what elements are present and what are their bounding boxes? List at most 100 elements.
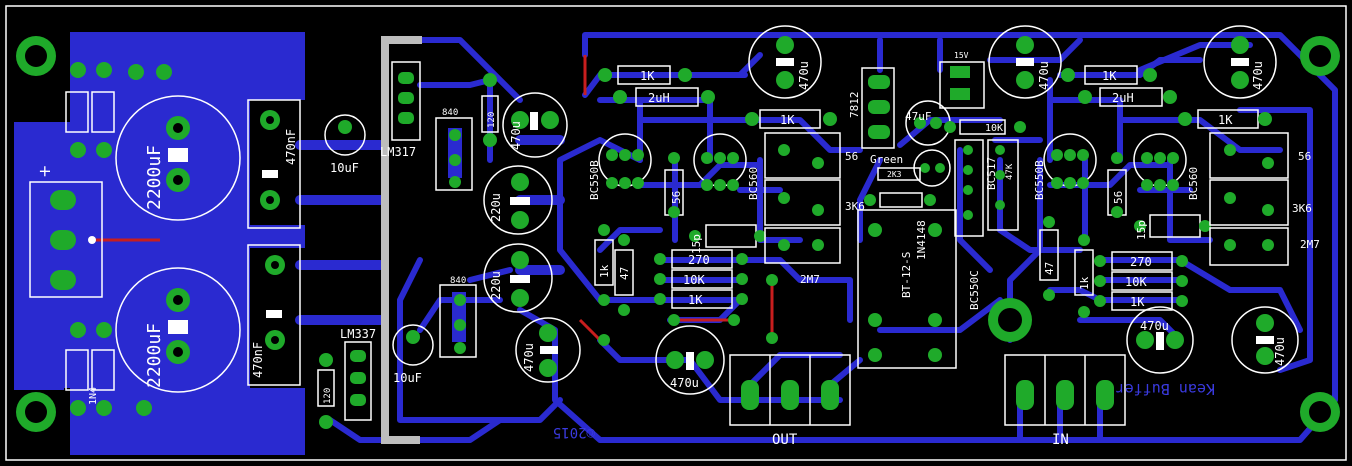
label-cap-220u-top: 220u <box>489 193 503 222</box>
mount-hole-tl <box>16 36 56 76</box>
diodes-top <box>65 62 172 158</box>
label-tr-l2: BC560 <box>747 167 760 200</box>
label-relay: BT-12-S <box>900 252 913 298</box>
reg-lm337 <box>344 341 372 421</box>
heatsink-bar <box>381 36 422 444</box>
cap-2200uf-top: + <box>35 95 241 221</box>
label-cap-470u-reg: 470u <box>509 121 523 150</box>
cap-470u-top-r <box>1203 25 1277 99</box>
connector-out <box>729 354 851 426</box>
label-res-1k-l1: 1K <box>640 69 655 83</box>
label-res-10k-r: 10K <box>1125 275 1147 289</box>
label-res-10k-l: 10K <box>683 273 705 287</box>
label-res-47-r: 47 <box>1043 262 1056 275</box>
reg-lm317 <box>391 61 421 141</box>
label-res-2k3: 2K3 <box>887 170 902 179</box>
label-res-56-l: 56 <box>670 191 683 204</box>
cap-470u-reg <box>502 92 568 158</box>
label-cap-15p-r: 15p <box>1135 220 1148 240</box>
label-res-120-top: 120 <box>487 112 497 128</box>
label-res-1k-r1: 1K <box>1102 69 1117 83</box>
label-res-1k-r3: 1K <box>1130 295 1145 309</box>
ground-pour-lower <box>14 300 64 390</box>
label-cap-470u-bot-l: 470u <box>670 376 699 390</box>
label-year: ©2015 <box>553 424 595 440</box>
cap-470u-neg <box>515 317 581 383</box>
cap-10uf-top <box>324 114 366 156</box>
label-res-270-r: 270 <box>1130 255 1152 269</box>
jumpers <box>95 55 774 342</box>
label-res-47k: 47K <box>1005 163 1015 180</box>
silkscreen-labels: 2200uF 2200uF 470nF 470nF LM317 LM337 10… <box>88 51 1320 448</box>
label-cap-470nf-top: 470nF <box>284 129 298 165</box>
label-in: IN <box>1052 432 1069 448</box>
label-res-270-l: 270 <box>688 253 710 267</box>
right-channel <box>1039 65 1289 318</box>
cap-470u-bot-r <box>1231 306 1299 374</box>
label-cap-15p-l: 15p <box>690 234 703 254</box>
ac-input-block <box>29 181 103 298</box>
label-cap-10uf-bottom: 10uF <box>393 371 422 385</box>
label-cap-2200uf-top: 2200uF <box>144 145 165 210</box>
res-120-top <box>481 73 499 147</box>
label-reg-7812: 7812 <box>848 92 861 119</box>
label-pot-840-bottom: 840 <box>450 276 466 286</box>
label-res-2m7-l: 2M7 <box>800 273 820 286</box>
label-res-3k6-l: 3K6 <box>845 200 865 213</box>
label-board-title: Kean Buffer <box>1116 380 1215 398</box>
cap-470u-bot-m <box>1126 306 1194 374</box>
res-120-bottom <box>317 353 335 429</box>
label-cap-470u-top-l: 470u <box>797 61 811 90</box>
cap-220u-bottom <box>483 243 553 313</box>
label-diode-bl: 1N4 <box>88 387 99 405</box>
label-cap-470u-bot-r: 470u <box>1273 337 1287 366</box>
cap-2200uf-bottom <box>115 267 241 393</box>
label-tr-r2: BC560 <box>1187 167 1200 200</box>
cap-470nf-bottom <box>247 244 301 386</box>
label-cap-10uf-top: 10uF <box>330 161 359 175</box>
label-cap-47uf: 47uF <box>905 110 932 123</box>
cap-470u-top-l <box>748 25 822 99</box>
label-cap-470u-top-r: 470u <box>1251 61 1265 90</box>
diodes-bottom <box>65 322 152 416</box>
label-lm317: LM317 <box>380 145 416 159</box>
label-cap-2200uf-bottom: 2200uF <box>144 323 165 388</box>
pot-840-bottom <box>439 284 477 358</box>
label-res-56-l2: 56 <box>845 150 858 163</box>
mounting-holes <box>16 36 1340 432</box>
label-cap-470u-top-m: 470u <box>1037 61 1051 90</box>
label-res-2m7-r: 2M7 <box>1300 238 1320 251</box>
label-res-56-r2: 56 <box>1298 150 1311 163</box>
label-cap-470nf-bottom: 470nF <box>251 342 265 378</box>
label-res-1k-small-l: 1k <box>598 264 611 278</box>
label-v15: 15V <box>954 51 969 60</box>
label-res-1k-l3: 1K <box>688 293 703 307</box>
label-cap-470u-neg: 470u <box>522 343 536 372</box>
left-channel <box>594 65 841 346</box>
cap-10uf-bottom <box>392 324 434 366</box>
cap-220u-top <box>483 165 553 235</box>
connector-in <box>1004 354 1126 426</box>
cap-470u-top-m <box>988 25 1062 99</box>
center-parts <box>857 61 1026 369</box>
label-res-120-bottom: 120 <box>323 388 333 404</box>
label-led: Green <box>870 153 903 166</box>
label-lm337: LM337 <box>340 327 376 341</box>
cap-470u-bot-l <box>655 325 725 395</box>
board-outline <box>5 5 1347 461</box>
cap-470nf-top <box>247 99 301 229</box>
mount-hole-bl <box>16 392 56 432</box>
pot-840-top <box>435 117 473 191</box>
label-ind-r: 2uH <box>1112 91 1134 105</box>
mount-hole-br <box>1300 392 1340 432</box>
label-tr-l1: BC550B <box>588 160 601 200</box>
label-res-1k-l2: 1K <box>780 113 795 127</box>
label-cap-470u-bot-m: 470u <box>1140 319 1169 333</box>
label-tr-mid1: BC517 <box>985 157 998 190</box>
label-cap-220u-bottom: 220u <box>489 271 503 300</box>
label-res-1k-r2: 1K <box>1218 113 1233 127</box>
label-diode: 1N4148 <box>915 220 928 260</box>
label-res-56-r: 56 <box>1112 191 1125 204</box>
